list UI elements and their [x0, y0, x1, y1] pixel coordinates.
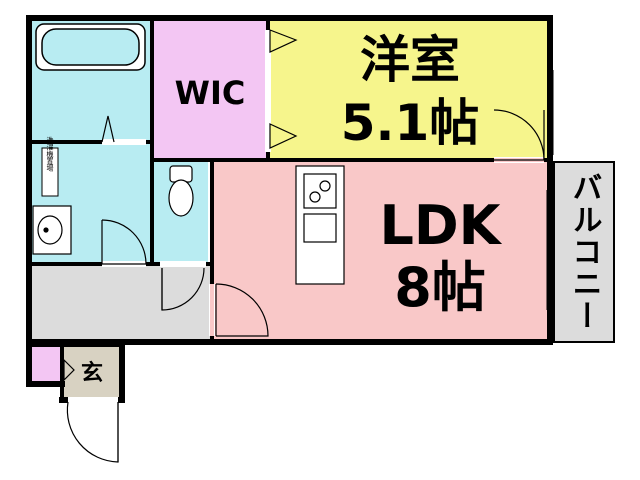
ldk-fill: [212, 160, 550, 341]
door-swings: [66, 109, 545, 463]
kitchen-counter-icon: [295, 165, 345, 285]
entrance-step-icon: [63, 358, 75, 382]
hall-fill: [29, 264, 212, 341]
shoe-box: [29, 345, 62, 381]
washer-label: 洗濯機置場: [46, 136, 54, 173]
wic-fill: [152, 18, 268, 160]
entrance-label: 玄: [81, 360, 103, 386]
outer-walls: [26, 15, 553, 403]
western-room-size: 5.1帖: [341, 94, 480, 152]
toilet-icon: [168, 165, 194, 217]
balcony-fill: [553, 161, 615, 343]
ldk-name: LDK: [379, 194, 502, 257]
washing-machine-icon: 洗濯機置場: [41, 136, 59, 197]
closet-folding-doors: [269, 29, 298, 149]
ldk-size: 8帖: [394, 256, 486, 319]
balcony-windows: [546, 70, 554, 310]
bathtub-icon: [35, 23, 146, 71]
wic-label: WIC: [175, 74, 246, 112]
western-room-name: 洋室: [360, 31, 460, 89]
balcony-label: バルコニー: [567, 172, 602, 332]
entrance-fill: [62, 345, 122, 397]
western-room-fill: [268, 18, 550, 160]
wash-basin-icon: [32, 205, 72, 255]
door-gap-ldk: [210, 284, 214, 336]
